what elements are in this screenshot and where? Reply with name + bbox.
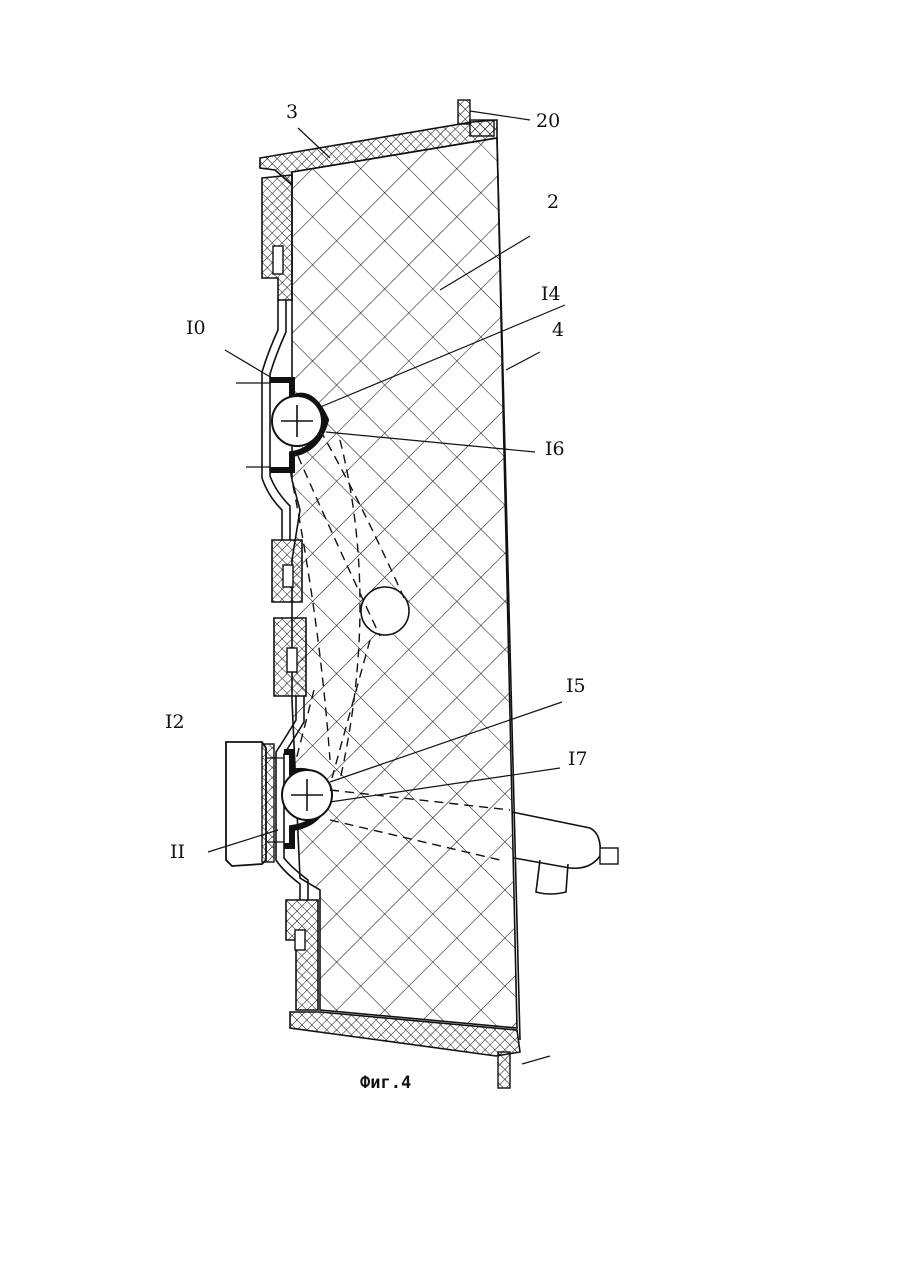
label-4: 4 [552,319,564,341]
label-16: I6 [545,438,565,460]
label-12: I2 [165,711,185,733]
label-3: 3 [286,101,298,123]
external-box [226,742,266,866]
top-flange [458,100,470,124]
label-11: II [170,841,185,863]
side-pipe [512,812,618,894]
fastener-upper [273,246,283,274]
bottom-flange [498,1052,510,1088]
body-section [226,100,618,1088]
fastener-bottom [295,930,305,950]
label-14: I4 [541,283,561,305]
label-15: I5 [566,675,586,697]
left-block-upper [262,175,292,300]
top-flange-base [470,120,494,136]
label-10: I0 [186,317,206,339]
label-17: I7 [568,748,588,770]
left-block-bottom [286,900,318,1010]
fastener-mid2 [287,648,297,672]
label-20: 20 [536,110,560,132]
fastener-mid1 [283,565,293,587]
external-box-plate [262,744,274,862]
label-2: 2 [547,191,559,213]
figure-caption: Фиг.4 [360,1073,411,1093]
filler-core [292,138,517,1028]
